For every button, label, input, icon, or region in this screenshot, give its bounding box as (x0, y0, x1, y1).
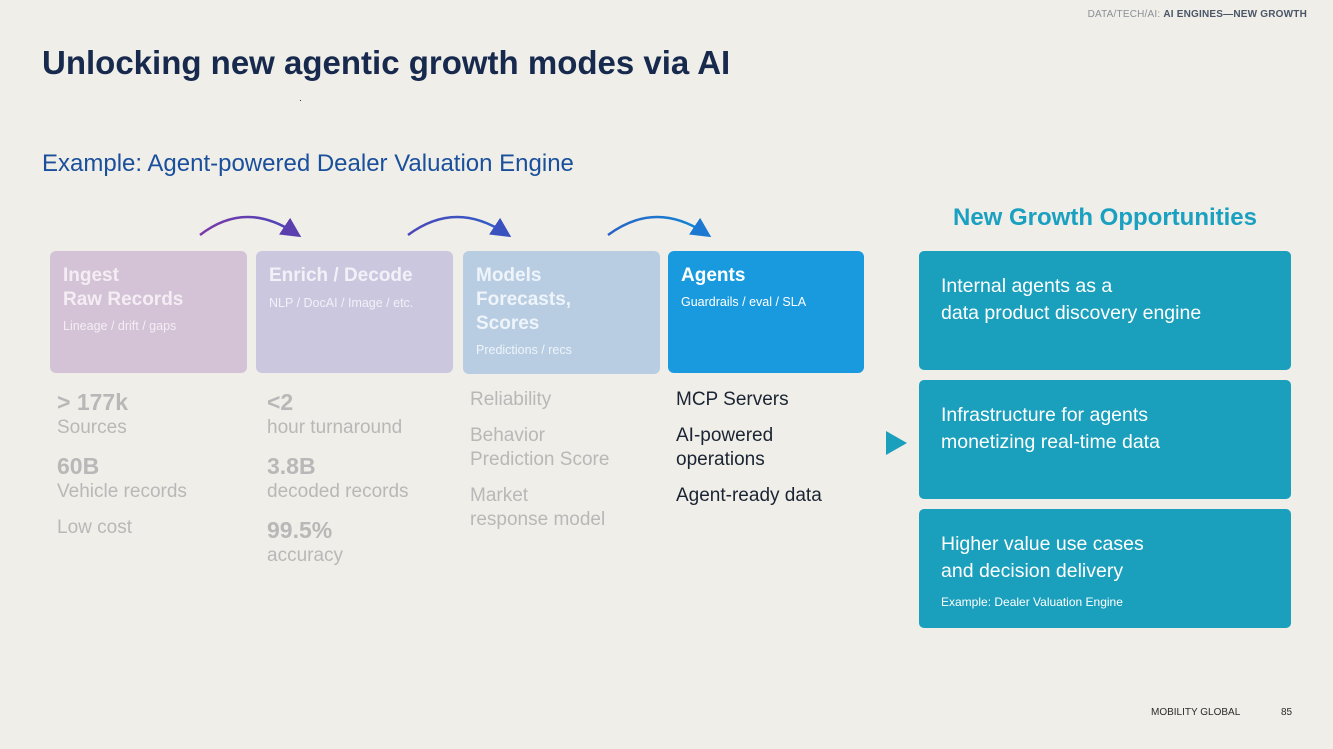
arrow-enrich-to-models (407, 215, 512, 238)
opportunity-text: Infrastructure for agents monetizing rea… (941, 404, 1160, 453)
section-label: DATA/TECH/AI: (1087, 9, 1164, 20)
metric-value: 60B (57, 453, 100, 479)
metric-label: Vehicle records (57, 481, 187, 502)
agent-item: MCP Servers (676, 389, 789, 410)
opportunities-heading: New Growth Opportunities (953, 204, 1257, 231)
stray-dot (300, 100, 301, 101)
opportunity-card-internal-agents: Internal agents as a data product discov… (919, 251, 1291, 370)
metric-value: <2 (267, 389, 294, 415)
metric-label: decoded records (267, 481, 409, 502)
opportunity-text: Higher value use cases and decision deli… (941, 533, 1144, 582)
model-item: Behavior (470, 425, 545, 446)
stage-name: Models Forecasts, Scores (476, 265, 572, 334)
metrics-agents: MCP Servers AI-powered operations Agent-r… (676, 388, 822, 520)
opportunity-text: Internal agents as a data product discov… (941, 275, 1202, 324)
model-item: Reliability (470, 389, 552, 410)
opportunity-example: Example: Dealer Valuation Engine (941, 595, 1123, 609)
model-item: response model (470, 509, 606, 530)
slide-subtitle: Example: Agent-powered Dealer Valuation … (42, 150, 574, 177)
footer-brand: MOBILITY GLOBAL (1151, 707, 1241, 718)
metric-value: 99.5% (267, 517, 333, 543)
stage-ingest: Ingest Raw Records Lineage / drift / gap… (50, 251, 247, 373)
stage-name: Ingest Raw Records (63, 265, 184, 310)
metric-label: Low cost (57, 517, 132, 538)
section-tag: DATA/TECH/AI: AI ENGINES—NEW GROWTH (1088, 9, 1307, 20)
topic-label: AI ENGINES—NEW GROWTH (1163, 9, 1307, 20)
stage-sub: NLP / DocAI / Image / etc. (269, 296, 414, 310)
opportunity-card-infrastructure: Infrastructure for agents monetizing rea… (919, 380, 1291, 499)
metric-label: Sources (57, 417, 127, 438)
model-item: Market (470, 485, 529, 506)
metric-label: hour turnaround (267, 417, 403, 438)
agent-item: AI-powered (676, 425, 774, 446)
stage-sub: Lineage / drift / gaps (63, 319, 177, 333)
slide-title: Unlocking new agentic growth modes via A… (42, 44, 731, 81)
flow-arrows (199, 215, 712, 238)
stage-agents: Agents Guardrails / eval / SLA (668, 251, 864, 373)
agent-item: operations (676, 449, 765, 470)
opportunity-card-higher-value: Higher value use cases and decision deli… (919, 509, 1291, 628)
metric-label: accuracy (267, 545, 344, 566)
stage-models: Models Forecasts, Scores Predictions / r… (463, 251, 660, 374)
metric-value: 3.8B (267, 453, 316, 479)
play-arrow-icon (886, 431, 907, 455)
stage-enrich: Enrich / Decode NLP / DocAI / Image / et… (256, 251, 453, 373)
arrow-models-to-agents (607, 215, 712, 238)
metric-value: > 177k (57, 389, 128, 415)
agent-item: Agent-ready data (676, 485, 822, 506)
arrow-ingest-to-enrich (199, 215, 302, 238)
stage-name: Enrich / Decode (269, 265, 413, 286)
stage-sub: Predictions / recs (476, 343, 572, 357)
stage-sub: Guardrails / eval / SLA (681, 295, 807, 309)
model-item: Prediction Score (470, 449, 610, 470)
stage-name: Agents (681, 265, 746, 286)
page-number: 85 (1281, 707, 1293, 718)
